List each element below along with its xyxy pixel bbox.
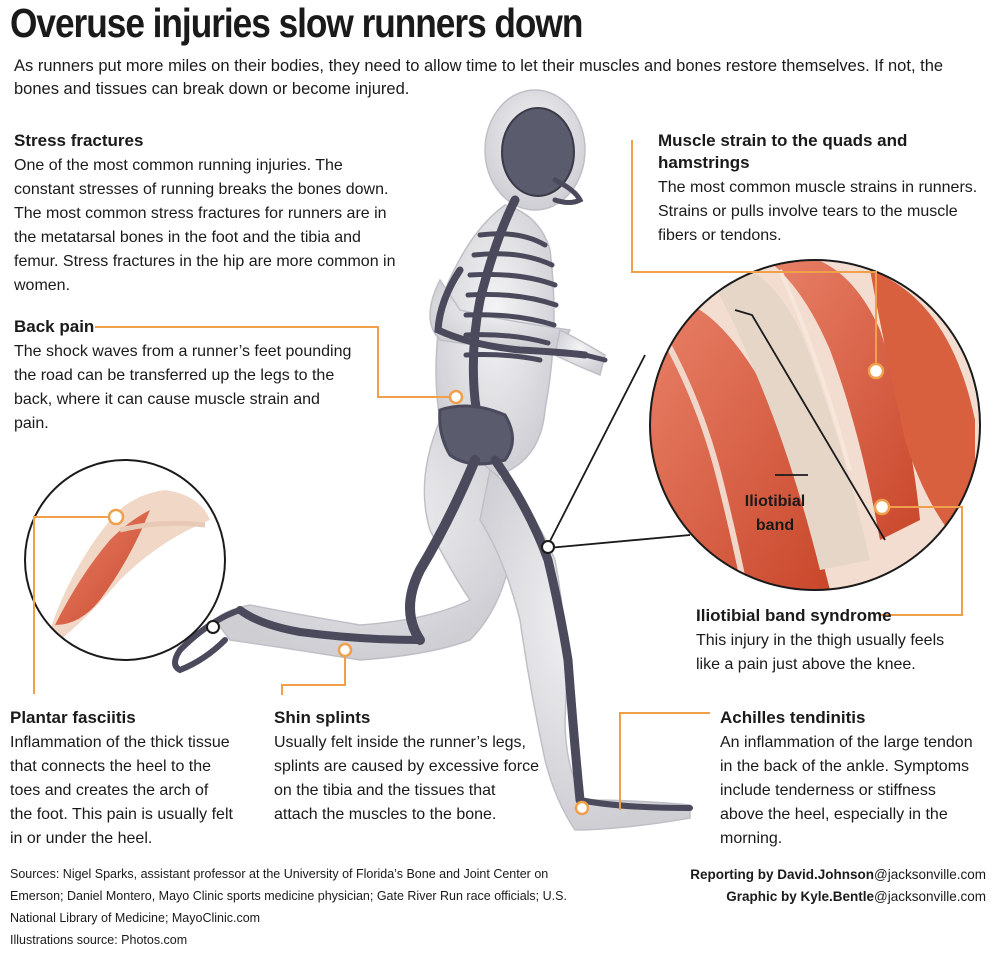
- shin-splints-block: Shin splints Usually felt inside the run…: [274, 707, 539, 827]
- stress-fractures-block: Stress fractures One of the most common …: [14, 130, 399, 298]
- plantar-fasciitis-block: Plantar fasciitis Inflammation of the th…: [10, 707, 235, 851]
- callout-lines: [33, 140, 963, 810]
- foot-closeup: [25, 460, 225, 660]
- sources-note: Sources: Nigel Sparks, assistant profess…: [10, 863, 595, 951]
- muscle-strain-block: Muscle strain to the quads and hamstring…: [658, 130, 988, 248]
- plantar-fasciitis-heading: Plantar fasciitis: [10, 708, 136, 727]
- iliotibial-band-label: Iliotibial band: [744, 493, 806, 534]
- itb-syndrome-block: Iliotibial band syndrome This injury in …: [696, 605, 956, 677]
- back-pain-block: Back pain The shock waves from a runner’…: [14, 316, 354, 436]
- stress-fractures-heading: Stress fractures: [14, 131, 144, 150]
- stress-fractures-text: One of the most common running injuries.…: [14, 157, 396, 294]
- itb-syndrome-heading: Iliotibial band syndrome: [696, 606, 892, 625]
- shin-splints-heading: Shin splints: [274, 708, 371, 727]
- intro-text: As runners put more miles on their bodie…: [14, 57, 944, 98]
- plantar-fasciitis-text: Inflammation of the thick tissue that co…: [10, 734, 233, 847]
- illustrations-source: Illustrations source: Photos.com: [10, 933, 188, 947]
- achilles-text: An inflammation of the large tendon in t…: [720, 734, 973, 847]
- graphic-credit: Graphic by Kyle.Bentle@jacksonville.com: [726, 889, 986, 904]
- credits: Reporting by David.Johnson@jacksonville.…: [690, 864, 986, 908]
- shin-splints-text: Usually felt inside the runner’s legs, s…: [274, 734, 540, 823]
- thigh-muscle-closeup: [650, 260, 980, 590]
- achilles-heading: Achilles tendinitis: [720, 708, 866, 727]
- back-pain-text: The shock waves from a runner’s feet pou…: [14, 343, 352, 432]
- skeleton: [172, 107, 693, 811]
- page-title: Overuse injuries slow runners down: [10, 0, 583, 46]
- reporting-credit: Reporting by David.Johnson@jacksonville.…: [690, 867, 986, 882]
- muscle-strain-heading: Muscle strain to the quads and hamstring…: [658, 131, 908, 172]
- muscle-strain-text: The most common muscle strains in runner…: [658, 179, 978, 244]
- callout-dots: [107, 362, 891, 816]
- achilles-block: Achilles tendinitis An inflammation of t…: [720, 707, 975, 851]
- back-pain-heading: Back pain: [14, 317, 95, 336]
- itb-syndrome-text: This injury in the thigh usually feels l…: [696, 632, 945, 673]
- sources-text: Sources: Nigel Sparks, assistant profess…: [10, 867, 567, 925]
